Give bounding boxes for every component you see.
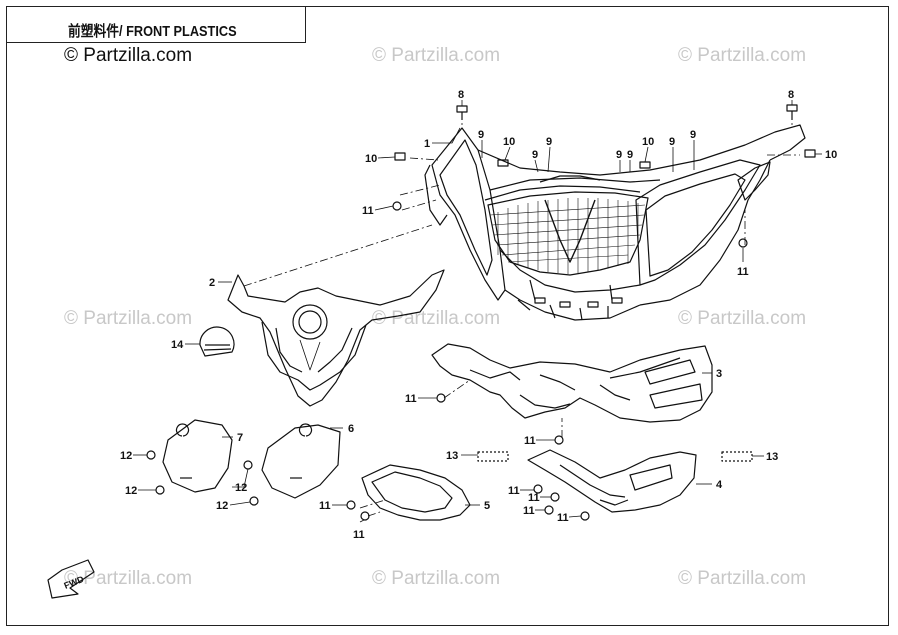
- bolt-icon: [249, 496, 259, 506]
- callout-7: 7: [237, 432, 243, 444]
- callout-9: 9: [627, 149, 633, 161]
- rivet-icon: [533, 484, 543, 494]
- grille-mesh: [487, 175, 649, 276]
- side-cover-part-5: [361, 464, 471, 521]
- clip-nut-icon: [639, 161, 651, 169]
- watermark: © Partzilla.com: [372, 568, 501, 589]
- lower-cover-part: [431, 343, 713, 423]
- callout-11: 11: [528, 492, 540, 504]
- screw-washer-icon: [477, 451, 509, 462]
- callout-9: 9: [478, 129, 484, 141]
- front-bumper-part: [424, 124, 806, 321]
- rivet-icon: [392, 201, 402, 211]
- callout-13: 13: [446, 450, 458, 462]
- rivet-icon: [436, 393, 446, 403]
- callout-11: 11: [319, 500, 331, 512]
- callout-12: 12: [235, 482, 247, 494]
- clip-nut-icon: [394, 152, 406, 161]
- callout-9: 9: [669, 136, 675, 148]
- callout-11: 11: [557, 512, 569, 524]
- callout-9: 9: [690, 129, 696, 141]
- headlight-bezel-part: [227, 269, 445, 407]
- copyright-notice: © Partzilla.com: [64, 45, 193, 66]
- leader-lines: [133, 100, 822, 523]
- callout-labels: 1 2 3 4 5 6 7 8 8 9 9 9 9 9 9 9 10 10 10…: [63, 89, 838, 591]
- callout-14: 14: [171, 339, 184, 351]
- callout-10: 10: [503, 136, 515, 148]
- screw-icon: [456, 105, 468, 113]
- callout-10: 10: [365, 153, 377, 165]
- callout-11: 11: [524, 435, 536, 447]
- callout-3: 3: [716, 368, 722, 380]
- clip-nut-icon: [804, 149, 816, 158]
- page-title: 前塑料件/ FRONT PLASTICS: [68, 23, 237, 40]
- callout-10: 10: [642, 136, 654, 148]
- rivet-icon: [360, 511, 370, 521]
- rivet-icon: [580, 511, 590, 521]
- watermark: © Partzilla.com: [64, 308, 193, 329]
- callout-2: 2: [209, 277, 215, 289]
- lower-guard-part: [527, 449, 697, 513]
- callout-8: 8: [458, 89, 464, 101]
- screw-washer-icon: [721, 451, 753, 462]
- bolt-icon: [155, 485, 165, 495]
- fwd-arrow-icon: [47, 559, 95, 599]
- callout-9: 9: [546, 136, 552, 148]
- rivet-icon: [544, 505, 554, 515]
- watermark: © Partzilla.com: [678, 45, 807, 66]
- fasteners: [146, 104, 816, 521]
- clip-nut-icon: [497, 159, 509, 167]
- watermark: © Partzilla.com: [678, 568, 807, 589]
- callout-12: 12: [120, 450, 132, 462]
- diagram-frame: [6, 6, 889, 626]
- callout-10: 10: [825, 149, 837, 161]
- callout-11: 11: [508, 485, 520, 497]
- rivet-icon: [738, 238, 748, 248]
- callout-11: 11: [737, 266, 749, 278]
- fwd-label: FWD: [63, 574, 86, 591]
- rivet-icon: [550, 492, 560, 502]
- side-cover-part-6: [261, 423, 341, 499]
- bolt-icon: [146, 450, 156, 460]
- rivet-icon: [554, 435, 564, 445]
- screw-icon: [786, 104, 798, 112]
- callout-11: 11: [405, 393, 417, 405]
- rivet-icon: [346, 500, 356, 510]
- callout-4: 4: [716, 479, 723, 491]
- callout-11: 11: [523, 505, 535, 517]
- callout-5: 5: [484, 500, 490, 512]
- callout-11: 11: [353, 529, 365, 541]
- watermark: © Partzilla.com: [64, 568, 193, 589]
- cap-part: [199, 326, 235, 357]
- watermark: © Partzilla.com: [372, 308, 501, 329]
- watermark: © Partzilla.com: [678, 308, 807, 329]
- assembly-lines: [243, 112, 800, 517]
- callout-9: 9: [616, 149, 622, 161]
- callout-12: 12: [125, 485, 137, 497]
- bolt-icon: [243, 460, 253, 470]
- callout-11: 11: [362, 205, 374, 217]
- callout-9: 9: [532, 149, 538, 161]
- title-box: [6, 6, 306, 43]
- watermark: © Partzilla.com: [372, 45, 501, 66]
- callout-6: 6: [348, 423, 354, 435]
- callout-12: 12: [216, 500, 228, 512]
- callout-8: 8: [788, 89, 794, 101]
- callout-13: 13: [766, 451, 778, 463]
- side-cover-part-7: [162, 419, 233, 493]
- callout-1: 1: [424, 138, 430, 150]
